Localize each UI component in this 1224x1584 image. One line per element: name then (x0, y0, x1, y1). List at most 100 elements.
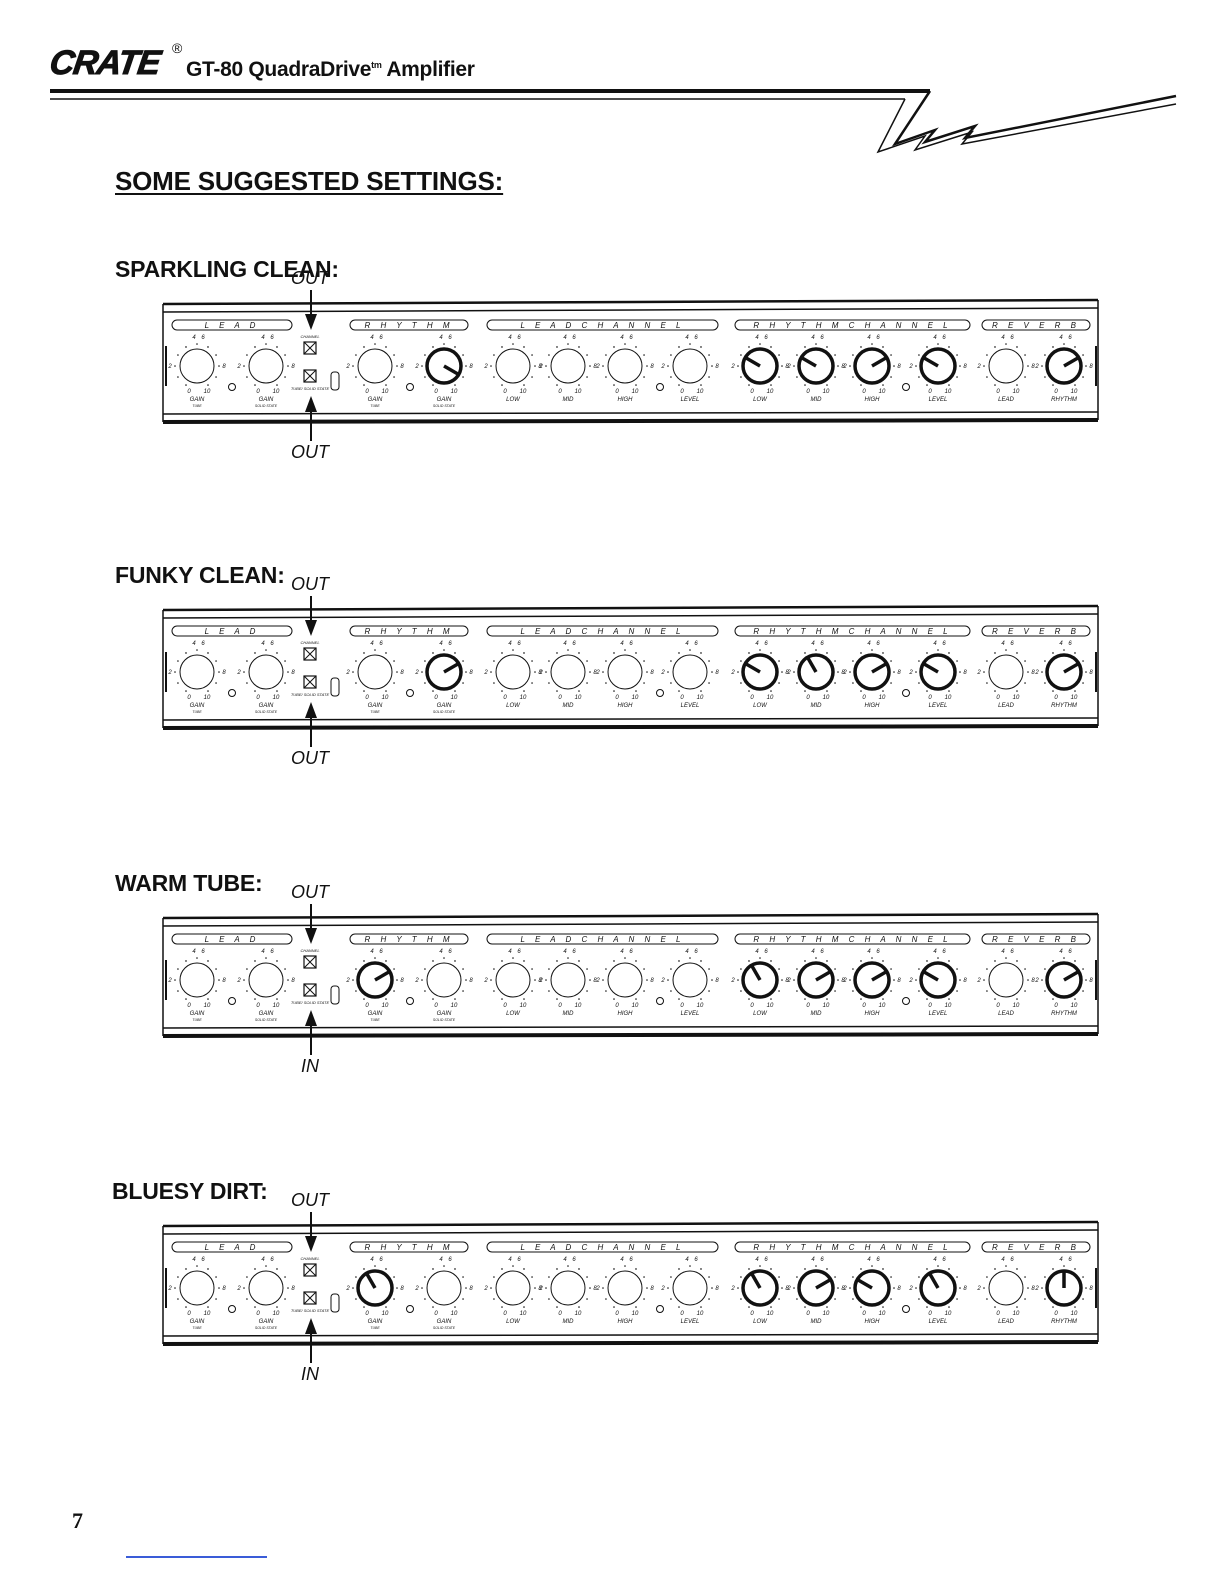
knob-tick (443, 957, 445, 959)
knob-tick (1063, 1265, 1065, 1267)
channel-switch-label: CHANNEL (300, 1256, 319, 1261)
knob-tick (254, 652, 256, 654)
knob-scale-number: 8 (1031, 978, 1035, 984)
knob-tick (678, 998, 680, 1000)
knob-tick (196, 649, 198, 651)
tube-solid-switch-x (303, 369, 317, 383)
knob-tick (613, 346, 615, 348)
knob-tick (443, 1265, 445, 1267)
group-label: L E A D (205, 627, 260, 636)
knob-tick (700, 346, 702, 348)
knob-tick (849, 979, 851, 981)
tube-solid-switch-label: TUBE/ SOLID STATE (291, 692, 330, 697)
knob-tick (1052, 960, 1054, 962)
knob-tick (796, 990, 798, 992)
knob-scale-number: 8 (963, 670, 967, 676)
knob-tick (1027, 979, 1029, 981)
knob-tick (196, 957, 198, 959)
knob-tick (624, 957, 626, 959)
knob-tick (421, 979, 423, 981)
knob-tick (815, 343, 817, 345)
knob-tick (215, 990, 217, 992)
knob-tick (254, 1268, 256, 1270)
knob-scale-number: 6 (270, 641, 274, 647)
knob-scale-number: 4 (685, 335, 689, 341)
knob-tick (578, 690, 580, 692)
knob-pointer (749, 1272, 762, 1289)
knob-tick (393, 660, 395, 662)
knob-pointer (744, 355, 761, 368)
knob-tick (781, 1287, 783, 1289)
knob-scale-number: 8 (222, 670, 226, 676)
knob-tick (826, 346, 828, 348)
knob-tick (1016, 1268, 1018, 1270)
knob-tick (956, 1276, 958, 1278)
knob-scale-number: 8 (291, 670, 295, 676)
knob-scale-number: 8 (841, 364, 845, 370)
knob-tick (215, 1298, 217, 1300)
knob-scale-number: 10 (945, 1311, 952, 1317)
knob-label: RHYTHM (1051, 1011, 1077, 1017)
knob-tick (586, 1298, 588, 1300)
knob-tick (177, 660, 179, 662)
knob-sublabel: TUBE (192, 710, 202, 714)
knob-scale-number: 2 (660, 670, 665, 676)
knob-scale-number: 8 (650, 978, 654, 984)
knob-scale-number: 0 (558, 1311, 562, 1317)
knob-tick (956, 682, 958, 684)
knob-tick (796, 1276, 798, 1278)
knob-tick (1024, 682, 1026, 684)
knob-scale-number: 8 (1031, 1286, 1035, 1292)
knob-scale-number: 0 (996, 1311, 1000, 1317)
knob-scale-number: 10 (520, 389, 527, 395)
knob-scale-number: 8 (291, 364, 295, 370)
knob-scale-number: 10 (1071, 1311, 1078, 1317)
knob-scale-number: 4 (1059, 335, 1063, 341)
knob-tick (918, 682, 920, 684)
knob-tick (678, 690, 680, 692)
knob-tick (254, 960, 256, 962)
knob-tick (374, 343, 376, 345)
group-label-frame (981, 933, 1091, 945)
knob-label: LEVEL (929, 397, 948, 403)
group-label-frame (171, 625, 293, 637)
knob-tick (1074, 652, 1076, 654)
knob-tick (890, 682, 892, 684)
knob-tick (602, 979, 604, 981)
knob-body (179, 654, 215, 690)
knob-tick (556, 960, 558, 962)
knob-tick (1005, 1265, 1007, 1267)
knob-tick (501, 1268, 503, 1270)
knob-tick (586, 990, 588, 992)
knob-scale-number: 0 (806, 389, 810, 395)
knob-tick (1024, 1298, 1026, 1300)
knob-scale-number: 6 (1010, 335, 1014, 341)
knob-tick (523, 384, 525, 386)
knob-tick (737, 1287, 739, 1289)
knob-scale-number: 4 (933, 641, 937, 647)
knob-scale-number: 2 (1034, 978, 1039, 984)
knob-tick (837, 365, 839, 367)
top-arrow-head (305, 928, 317, 944)
knob-sublabel: SOLID STATE (433, 1326, 456, 1330)
knob-tick (778, 990, 780, 992)
knob-scale-number: 6 (448, 1257, 452, 1263)
knob-tick (393, 968, 395, 970)
knob-tick (276, 652, 278, 654)
knob-tick (759, 1265, 761, 1267)
knob-tick (994, 1268, 996, 1270)
knob-tick (185, 384, 187, 386)
knob-scale-number: 2 (976, 978, 981, 984)
knob-tick (493, 660, 495, 662)
knob-tick (523, 998, 525, 1000)
knob-pointer (922, 661, 939, 674)
knob-tick (265, 1265, 267, 1267)
knob-tick (1005, 343, 1007, 345)
